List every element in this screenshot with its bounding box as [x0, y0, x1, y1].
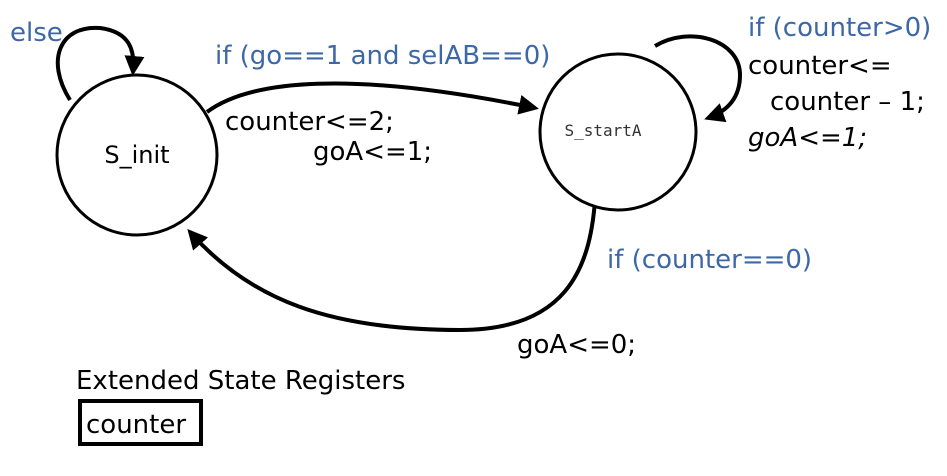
- transition-init-self-loop: [55, 25, 145, 102]
- condition-go-selAB: if (go==1 and selAB==0): [215, 41, 550, 71]
- action-goA-assign-1: goA<=1;: [313, 137, 432, 167]
- register-box-counter: [78, 399, 203, 446]
- condition-counter-gt-0: if (counter>0): [748, 13, 931, 43]
- condition-counter-eq-0: if (counter==0): [607, 245, 812, 275]
- transition-startA-to-init: [187, 199, 597, 333]
- state-s-startA-label: S_startA: [564, 121, 641, 140]
- transition-startA-self-loop: [653, 34, 743, 123]
- action-goA-assign-1-italic: goA<=1;: [748, 123, 867, 153]
- state-s-startA: [538, 52, 698, 212]
- action-counter-assign-2: counter<=2;: [225, 107, 394, 137]
- state-s-init-label: S_init: [104, 141, 169, 169]
- register-counter-label: counter: [86, 410, 186, 440]
- state-s-init: [55, 73, 219, 237]
- action-counter-minus-1: counter – 1;: [770, 87, 925, 117]
- condition-else: else: [10, 18, 63, 48]
- action-goA-assign-0: goA<=0;: [517, 330, 636, 360]
- registers-title: Extended State Registers: [76, 366, 405, 396]
- transition-init-to-startA: [205, 81, 539, 115]
- action-counter-assign: counter<=: [748, 51, 892, 81]
